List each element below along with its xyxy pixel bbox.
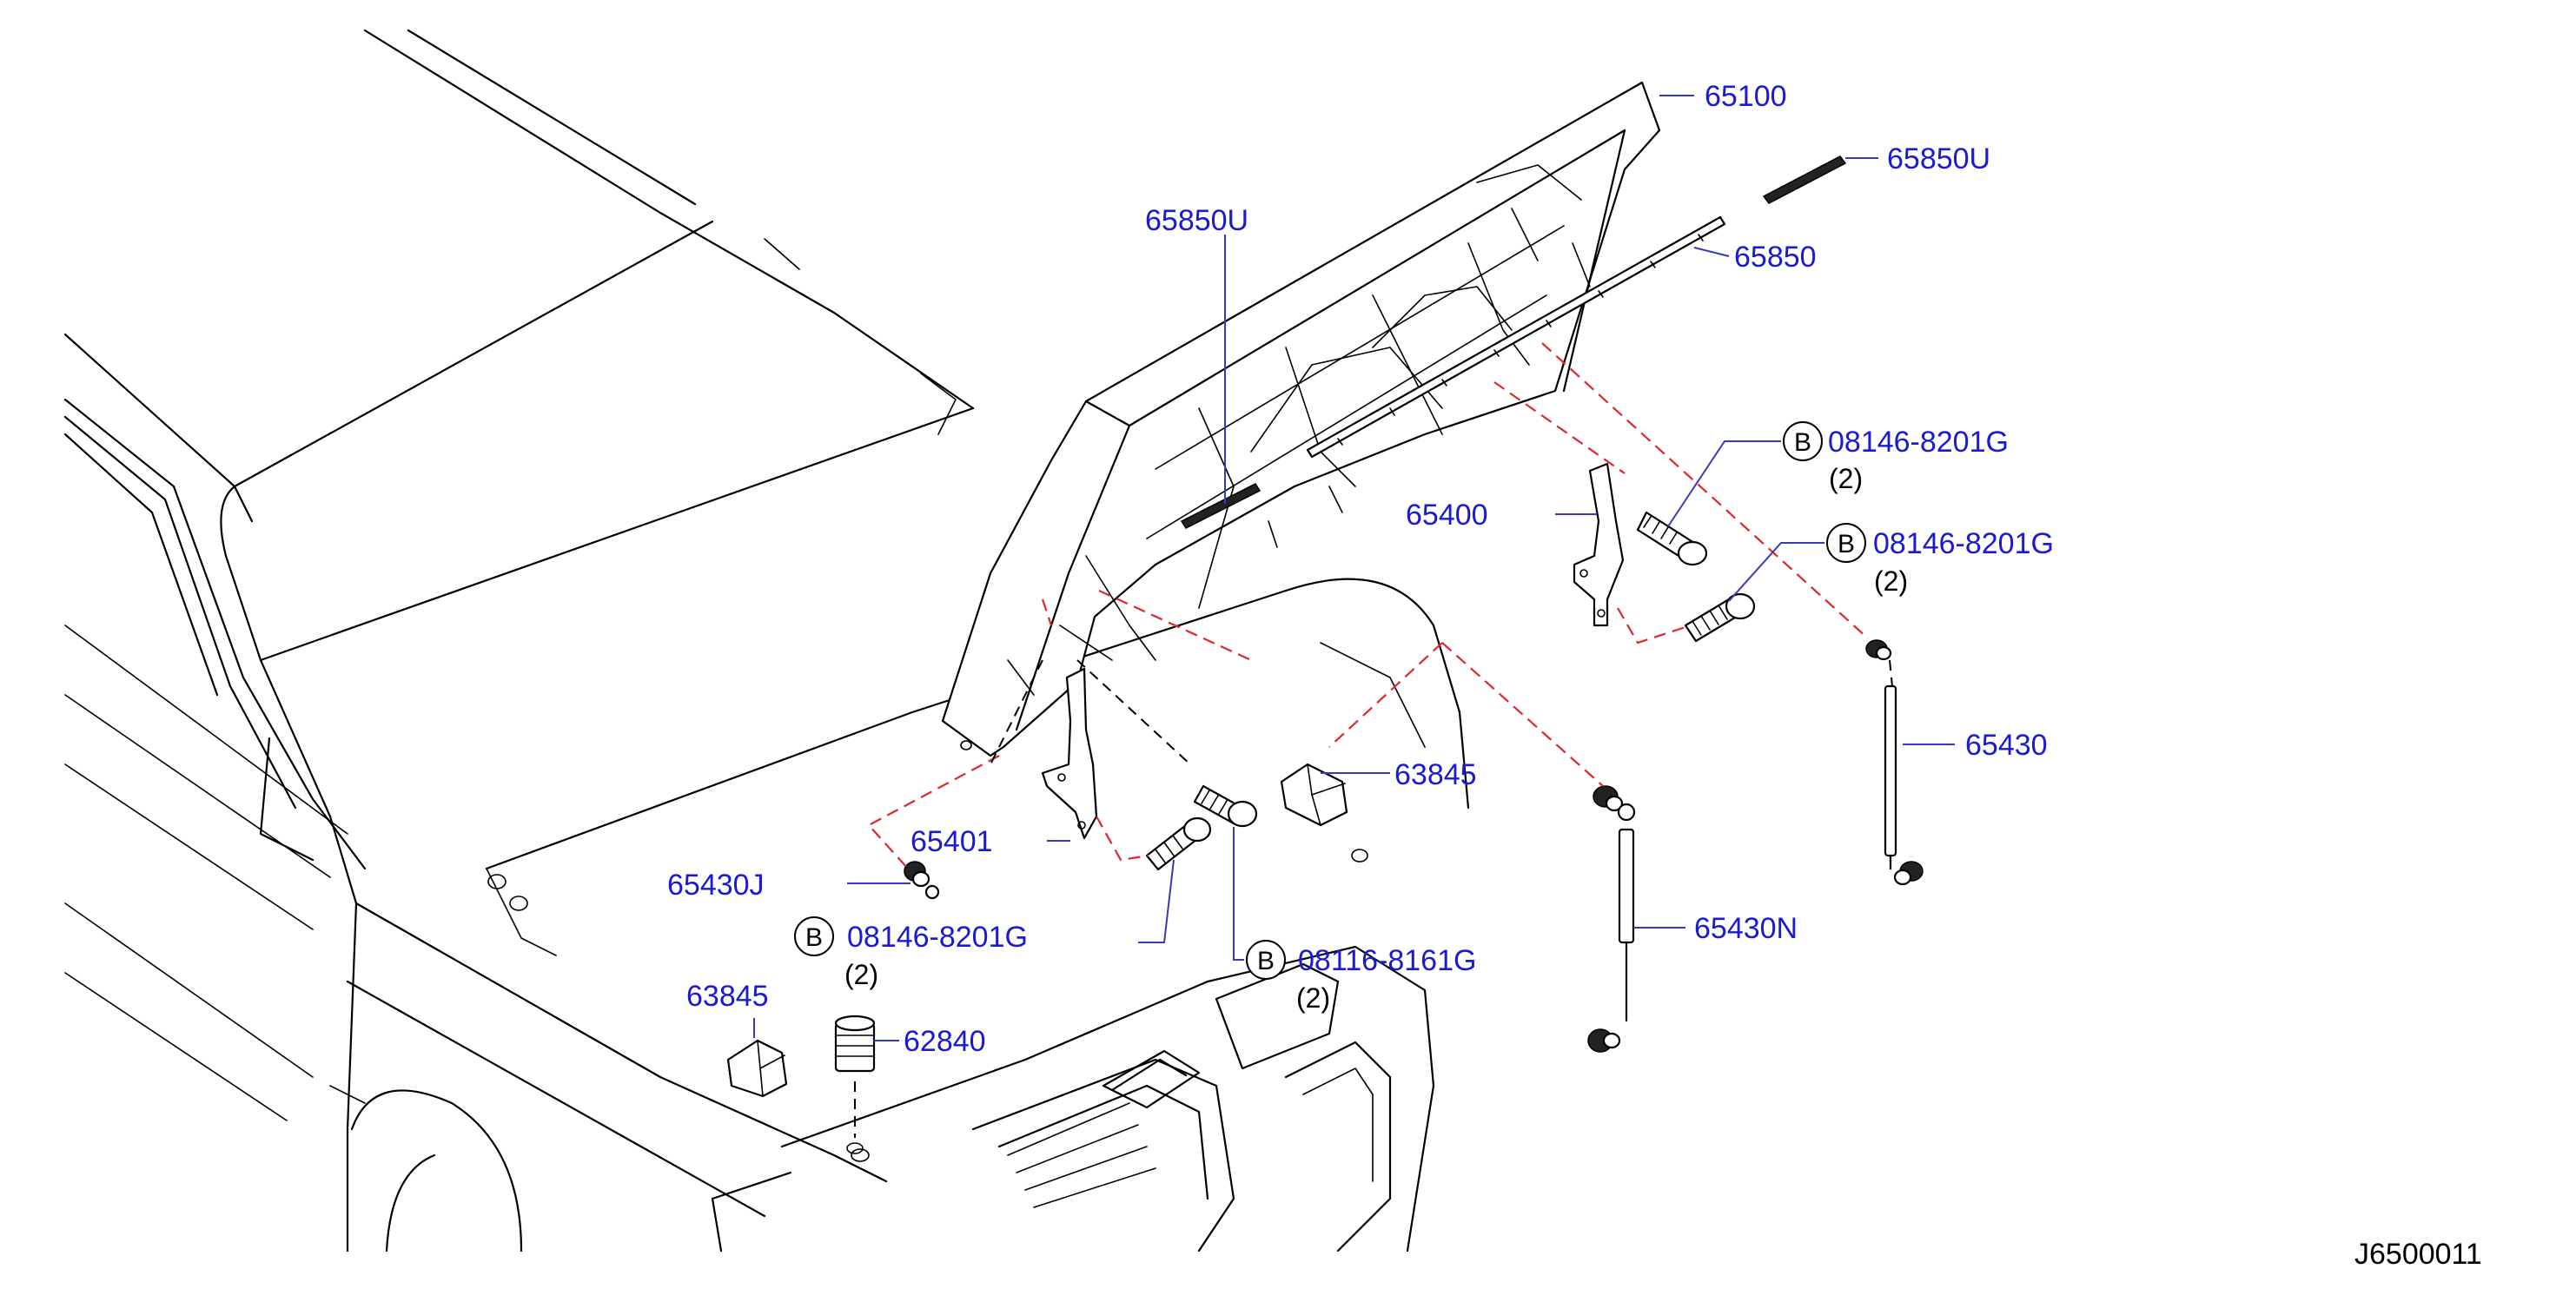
badge-letter: B <box>1257 947 1275 975</box>
callout-bolt-hinge-right-a: B 08146-8201G (2) <box>1783 421 2009 494</box>
hood-seal-left-piece <box>1180 483 1262 529</box>
badge-circle <box>1246 940 1286 980</box>
badge-circle <box>1826 523 1866 563</box>
label-hood-seal: 65850 <box>1734 241 1817 274</box>
leader-lines <box>753 95 1955 1041</box>
bolt-hinge-right-a <box>1636 511 1708 566</box>
badge-letter: B <box>805 923 823 952</box>
label-hood-seal-left: 65850U <box>1145 204 1248 237</box>
hood-buffer <box>834 1015 876 1154</box>
bumper-rubber-right <box>1280 763 1348 827</box>
label-bolt-qty: (2) <box>1296 982 1330 1014</box>
hood-stay-right <box>1865 639 1924 886</box>
label-stay-right: 65430 <box>1965 729 2048 762</box>
badge-letter: B <box>1794 428 1811 457</box>
reference-lines <box>867 342 1869 869</box>
label-bumper-rubber-left: 63845 <box>686 980 769 1013</box>
badge-circle <box>794 916 834 956</box>
callout-bolt-hinge-left: B 08146-8201G (2) <box>794 916 1028 990</box>
bumper-rubber-left <box>726 1039 788 1098</box>
vehicle-body-outline <box>63 29 1470 1253</box>
hood-hinge-left <box>1041 667 1098 840</box>
callout-bolt-hinge-right-b: B 08146-8201G (2) <box>1826 523 2054 597</box>
callout-labels: 65100 65850U 65850U 65850 65400 65401 65… <box>667 80 2054 1058</box>
hood-panel <box>941 81 1661 757</box>
label-hood-seal-upper: 65850U <box>1887 142 1990 175</box>
label-buffer: 62840 <box>904 1025 986 1058</box>
hood-seal-upper-piece <box>1762 155 1847 204</box>
label-bolt-part: 08146-8201G <box>1873 527 2054 560</box>
label-hood: 65100 <box>1705 80 1787 113</box>
label-hinge-left: 65401 <box>911 825 993 858</box>
label-hinge-right: 65400 <box>1406 499 1488 532</box>
hood-seal-strip <box>1306 215 1726 459</box>
hood-stay-center <box>1587 785 1636 1053</box>
label-bolt-qty: (2) <box>1829 463 1863 494</box>
figure-code: J6500011 <box>2354 1238 2482 1271</box>
stay-ball-stud-left <box>904 861 940 900</box>
label-bolt-part: 08146-8201G <box>847 921 1028 954</box>
badge-circle <box>1783 421 1823 461</box>
label-bumper-rubber-right: 63845 <box>1394 758 1477 791</box>
badge-letter: B <box>1838 530 1855 559</box>
label-stay-center: 65430N <box>1694 912 1798 945</box>
label-bolt-part: 08146-8201G <box>1828 426 2009 459</box>
label-bolt-qty: (2) <box>844 959 878 990</box>
bolt-lower <box>1193 784 1258 828</box>
hood-hinge-right <box>1573 462 1625 627</box>
bolt-hinge-right-b <box>1684 592 1756 643</box>
label-stay-ball-left: 65430J <box>667 869 765 902</box>
label-bolt-qty: (2) <box>1874 565 1908 597</box>
bolt-hinge-left <box>1145 816 1212 871</box>
label-bolt-part: 08116-8161G <box>1298 944 1476 977</box>
callout-bolt-lower: B 08116-8161G (2) <box>1246 940 1476 1014</box>
